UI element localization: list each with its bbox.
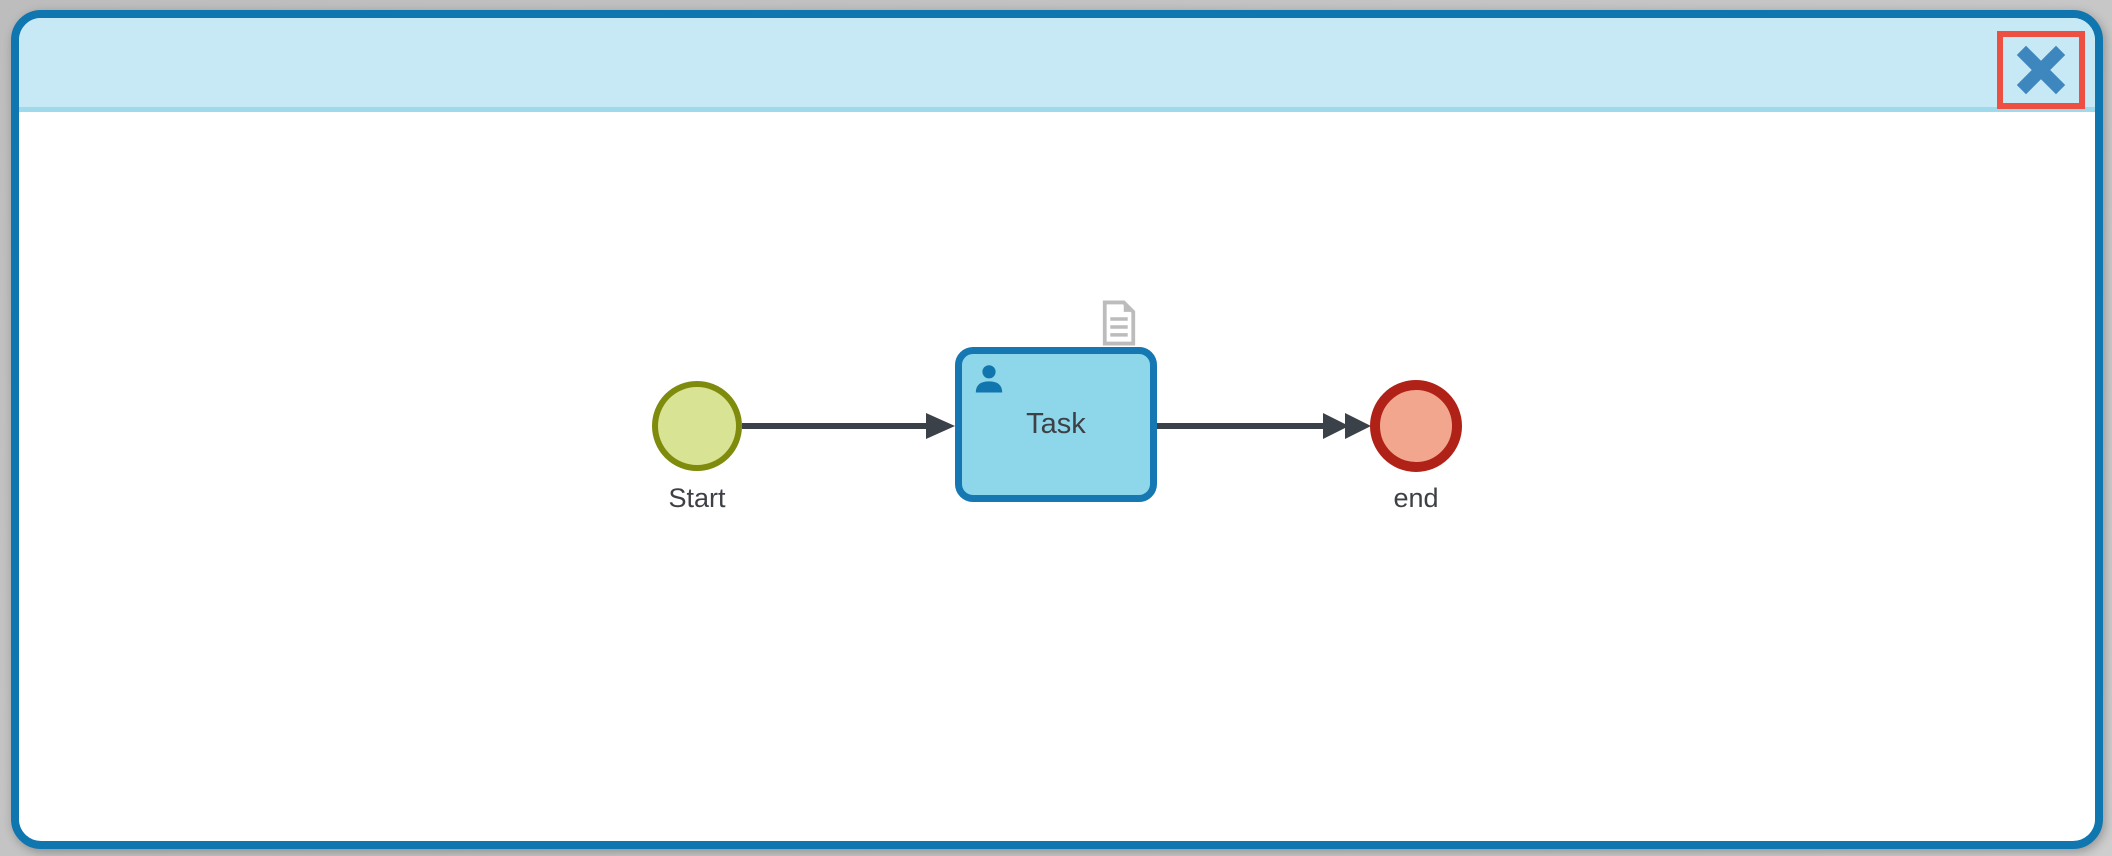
node-start-event[interactable] — [652, 381, 742, 471]
sequence-flows — [742, 413, 1371, 439]
node-end-event[interactable] — [1370, 380, 1462, 472]
user-icon — [975, 365, 1003, 393]
click-target-highlight — [1997, 31, 2085, 109]
close-button[interactable] — [2003, 37, 2079, 103]
document-icon — [1102, 300, 1136, 346]
sequence-flow-start-task — [742, 413, 955, 439]
end-event-label: end — [1393, 483, 1439, 513]
diagram-canvas: Start Task end — [19, 112, 2095, 836]
sequence-flow-task-end — [1157, 413, 1371, 439]
task-label: Task — [1026, 408, 1086, 440]
start-event-label: Start — [668, 483, 726, 513]
node-user-task[interactable]: Task — [955, 347, 1157, 502]
close-icon — [2016, 45, 2066, 95]
bpmn-viewer-dialog: Start Task end — [11, 10, 2103, 849]
dialog-header — [19, 18, 2095, 112]
